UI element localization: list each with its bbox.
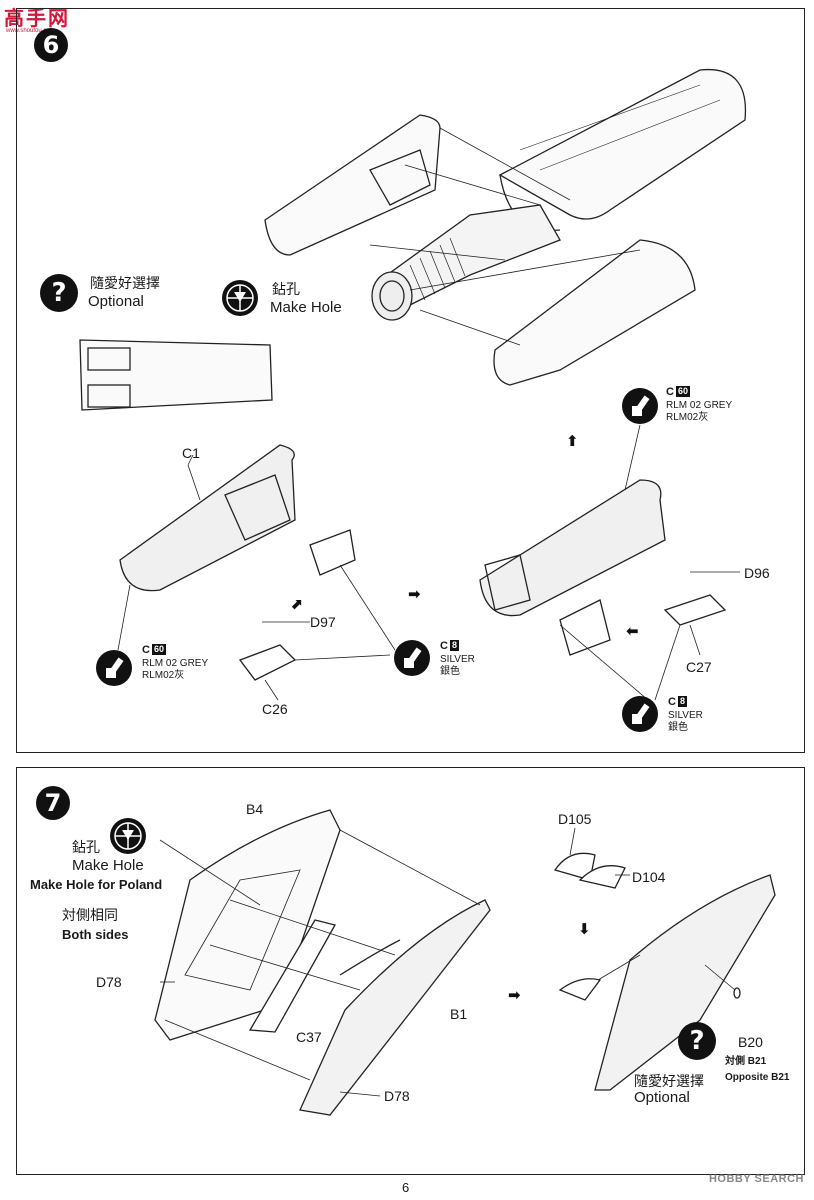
paint-brush-icon (96, 650, 132, 686)
make-hole-label-en: Make Hole (72, 857, 144, 874)
both-sides-label-en: Both sides (62, 927, 129, 942)
step-7-panel (16, 767, 805, 1175)
arrow-left-mid: ⬅ (626, 623, 639, 640)
step-6-number: 6 (34, 28, 68, 62)
both-sides-label-zh: 対側相同 (62, 907, 118, 923)
step-6-drawing (79, 68, 747, 701)
step-7-number: 7 (36, 786, 70, 820)
paint-name-rlm02-left: RLM 02 GREY (142, 658, 209, 669)
arrow-right: ➡ (508, 987, 521, 1004)
arrow-up-left: ⬈ (290, 596, 303, 613)
step-6-panel (16, 8, 805, 753)
part-label-c27: C27 (686, 659, 712, 675)
paint-name-silver-left: SILVER (440, 654, 475, 665)
optional-label-zh: 隨愛好選擇 (90, 275, 160, 291)
part-label-d104: D104 (632, 869, 666, 885)
make-hole-note: Make Hole for Poland (30, 877, 163, 892)
paint-zh-rlm02-left: RLM02灰 (142, 670, 185, 681)
paint-brush-icon (394, 640, 430, 676)
watermark-url: www.shoutou.com (6, 28, 55, 34)
paint-zh-silver-right: 銀色 (668, 722, 688, 733)
watermark-logo: 高手网 (4, 6, 70, 30)
arrow-up-mid: ⬆ (566, 433, 579, 450)
paint-brush-icon (622, 388, 658, 424)
part-label-b4: B4 (246, 801, 264, 817)
optional-label-zh: 隨愛好選擇 (634, 1073, 704, 1089)
part-label-d96: D96 (744, 565, 770, 581)
drill-icon (222, 280, 258, 316)
part-label-d78-left: D78 (96, 974, 122, 990)
part-label-c1: C1 (182, 445, 200, 461)
make-hole-label-en: Make Hole (270, 299, 342, 316)
page-number: 6 (402, 1180, 410, 1195)
paint-zh-rlm02-right: RLM02灰 (666, 412, 709, 423)
part-label-c37: C37 (296, 1029, 322, 1045)
optional-label-en: Optional (634, 1089, 690, 1106)
part-label-b20: B20 (738, 1034, 763, 1050)
make-hole-label-zh: 鉆孔 (272, 281, 300, 297)
opposite-label-en: Opposite B21 (725, 1072, 790, 1083)
part-label-c26: C26 (262, 701, 288, 717)
make-hole-label-zh: 鉆孔 (72, 839, 100, 855)
arrow-right-mid: ➡ (408, 586, 421, 603)
paint-name-rlm02-right: RLM 02 GREY (666, 400, 733, 411)
paint-zh-silver-left: 銀色 (440, 666, 460, 677)
paint-name-silver-right: SILVER (668, 710, 703, 721)
part-label-d97: D97 (310, 614, 336, 630)
opposite-label: 対側 B21 (725, 1056, 767, 1067)
optional-label-en: Optional (88, 293, 144, 310)
footer-logo: HOBBY SEARCH (708, 1173, 804, 1185)
paint-brush-icon (622, 696, 658, 732)
part-label-d78-bottom: D78 (384, 1088, 410, 1104)
optional-icon: ? (40, 274, 78, 312)
drill-icon (110, 818, 146, 854)
part-label-b1: B1 (450, 1006, 468, 1022)
optional-icon: ? (678, 1022, 716, 1060)
arrow-down: ⬇ (578, 921, 591, 938)
part-label-d105: D105 (558, 811, 592, 827)
